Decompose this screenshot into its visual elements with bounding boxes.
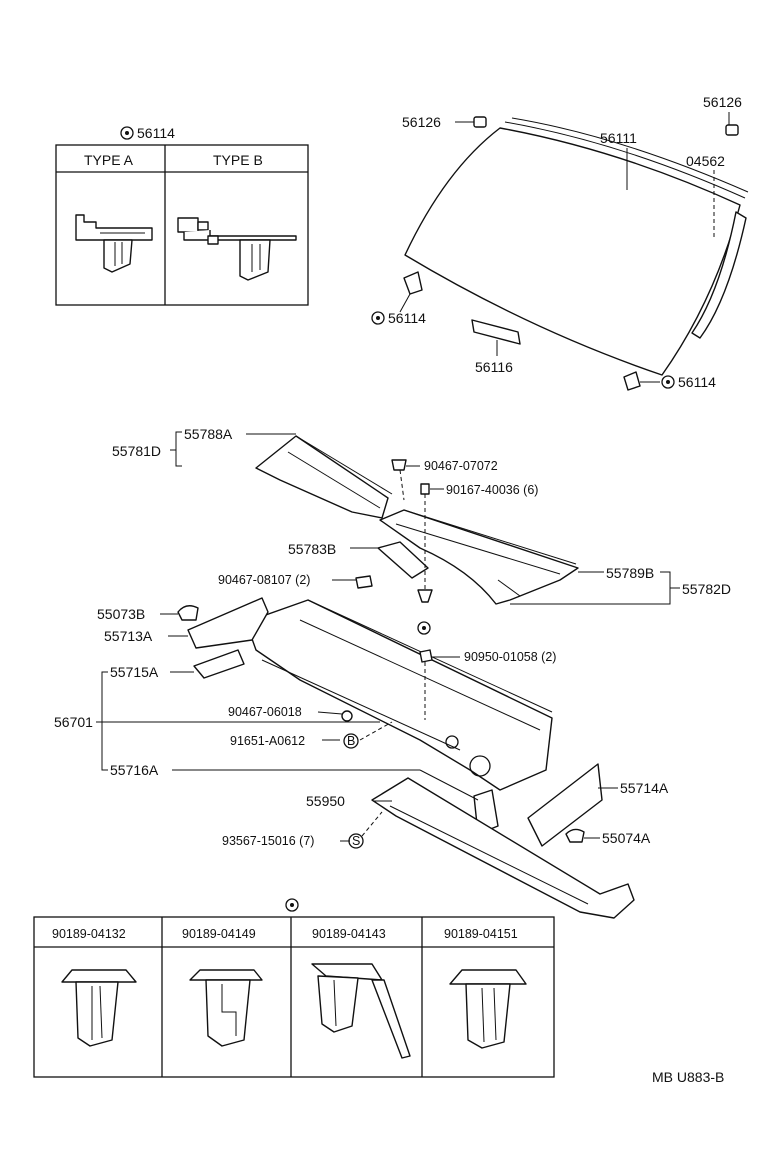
label-56116: 56116 (475, 359, 513, 375)
label-90167-40036: 90167-40036 (6) (446, 483, 538, 497)
label-56126-right: 56126 (703, 94, 742, 110)
bolt-90467-07072 (391, 459, 407, 471)
retainer-right (623, 371, 675, 391)
type-a-header: TYPE A (84, 152, 134, 168)
label-56701: 56701 (54, 714, 93, 730)
windshield-molding (691, 211, 747, 339)
clip-header-4: 90189-04151 (444, 927, 518, 941)
label-91651-A0612: 91651-A0612 (230, 734, 305, 748)
clip-center (417, 589, 433, 603)
label-55074A: 55074A (602, 830, 651, 846)
type-b-header: TYPE B (213, 152, 263, 168)
diagram-code: MB U883-B (652, 1069, 724, 1085)
clip-circle-icon (417, 621, 431, 635)
grommet-55073B (177, 605, 199, 621)
label-55789B: 55789B (606, 565, 654, 581)
symbol-s-circle (348, 833, 364, 849)
symbol-b: B (347, 734, 355, 748)
label-55950: 55950 (306, 793, 345, 809)
nut-90467-06018 (341, 710, 353, 722)
clip-56126-left (455, 116, 487, 128)
symbol-b-circle (343, 733, 359, 749)
label-55781D: 55781D (112, 443, 161, 459)
type-box-frame (55, 144, 309, 306)
label-90950-01058: 90950-01058 (2) (464, 650, 556, 664)
clip-table-ref-icon (285, 898, 299, 912)
clip-header-1: 90189-04132 (52, 927, 126, 941)
clip-90189-04132 (61, 969, 137, 1047)
label-04562: 04562 (686, 153, 725, 169)
cowl-panel-upper (255, 435, 389, 519)
label-93567-15016: 93567-15016 (7) (222, 834, 314, 848)
side-bracket-55713A (187, 597, 269, 649)
label-56114-right: 56114 (678, 374, 716, 390)
label-90467-08107: 90467-08107 (2) (218, 573, 310, 587)
dash-panel-56701 (245, 599, 553, 791)
screw-90167-40036 (420, 483, 430, 495)
type-box: 56114 TYPE A TYPE B (55, 125, 309, 306)
clip-90189-04151 (449, 969, 527, 1049)
cowl-panel-front (379, 509, 579, 605)
label-56111: 56111 (600, 130, 637, 146)
grommet-55074A (565, 828, 585, 843)
label-90467-07072: 90467-07072 (424, 459, 498, 473)
lower-cowl-55950 (371, 777, 635, 919)
side-bracket-55714A (527, 763, 603, 847)
ref-circle-icon (120, 126, 134, 140)
type-box-ref: 56114 (137, 125, 175, 141)
label-55715A: 55715A (110, 664, 159, 680)
clip-90189-04143 (311, 963, 411, 1059)
clip-header-2: 90189-04149 (182, 927, 256, 941)
bracket-55783B (377, 541, 429, 579)
bolt-90467-08107 (355, 575, 373, 589)
bracket-55715A (193, 649, 245, 679)
windshield-glass (404, 127, 741, 376)
label-90467-06018: 90467-06018 (228, 705, 302, 719)
label-55716A: 55716A (110, 762, 159, 778)
label-55788A: 55788A (184, 426, 233, 442)
bolt-90950-01058 (419, 649, 433, 663)
symbol-s: S (352, 834, 360, 848)
clip-table: 90189-04132 90189-04149 90189-04143 9018… (33, 898, 555, 1078)
clip-table-frame (33, 916, 555, 1078)
label-55714A: 55714A (620, 780, 669, 796)
label-55782D: 55782D (682, 581, 731, 597)
windshield-assembly: 56126 56111 56126 04562 56114 56116 5611… (371, 94, 749, 391)
label-55783B: 55783B (288, 541, 336, 557)
clip-90189-04149 (189, 969, 263, 1047)
type-b-clip (177, 217, 297, 281)
label-55073B: 55073B (97, 606, 145, 622)
label-56114-left: 56114 (388, 310, 426, 326)
clip-56126-right (725, 112, 739, 136)
type-a-clip (75, 214, 153, 273)
cowl-assembly: B S 55788A 55781D 90467-07072 90167-4003… (54, 426, 731, 919)
label-55713A: 55713A (104, 628, 153, 644)
label-56126-left: 56126 (402, 114, 441, 130)
spacer-56116 (471, 319, 521, 345)
clip-header-3: 90189-04143 (312, 927, 386, 941)
retainer-left (371, 271, 423, 325)
